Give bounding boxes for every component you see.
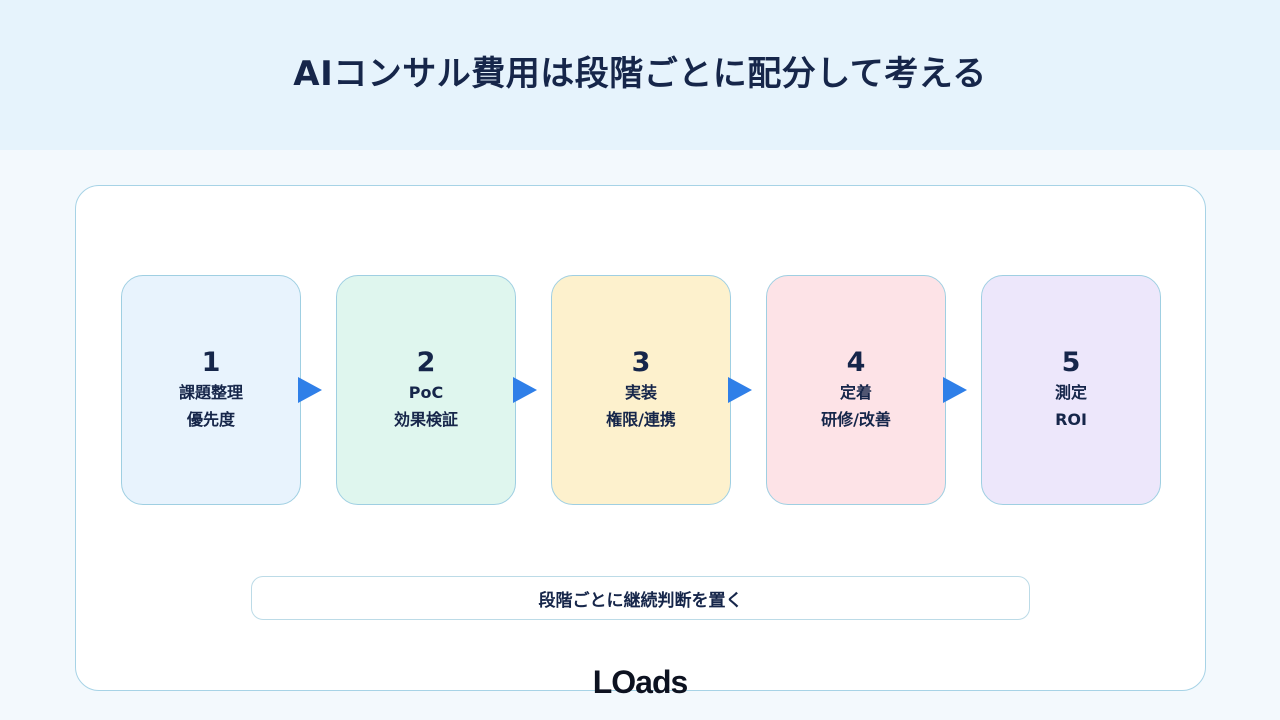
step-sublabel: 権限/連携: [606, 410, 676, 429]
step-card-1: 1 課題整理 優先度: [121, 275, 301, 505]
arrow-right-icon: [298, 377, 322, 403]
step-number: 5: [1061, 347, 1081, 378]
step-label: PoC: [408, 383, 444, 402]
step-card-4: 4 定着 研修/改善: [766, 275, 946, 505]
step-label: 測定: [1054, 383, 1087, 402]
arrow-right-icon: [728, 377, 752, 403]
step-sublabel: 効果検証: [393, 410, 458, 429]
arrow-right-icon: [943, 377, 967, 403]
step-sublabel: 研修/改善: [821, 410, 891, 429]
step-label: 実装: [624, 383, 657, 402]
step-number: 4: [846, 347, 866, 378]
step-sublabel: ROI: [1055, 410, 1087, 429]
summary-note: 段階ごとに継続判断を置く: [251, 576, 1030, 620]
page-title: AIコンサル費用は段階ごとに配分して考える: [293, 53, 987, 94]
step-label: 定着: [839, 383, 872, 402]
step-number: 1: [201, 347, 221, 378]
brand-logo: LOads: [592, 663, 689, 700]
step-number: 3: [631, 347, 651, 378]
step-sublabel: 優先度: [186, 410, 235, 429]
step-number: 2: [416, 347, 436, 378]
header-band: AIコンサル費用は段階ごとに配分して考える: [0, 0, 1280, 150]
arrow-right-icon: [513, 377, 537, 403]
step-card-3: 3 実装 権限/連携: [551, 275, 731, 505]
step-card-5: 5 測定 ROI: [981, 275, 1161, 505]
step-card-2: 2 PoC 効果検証: [336, 275, 516, 505]
step-label: 課題整理: [178, 383, 243, 402]
